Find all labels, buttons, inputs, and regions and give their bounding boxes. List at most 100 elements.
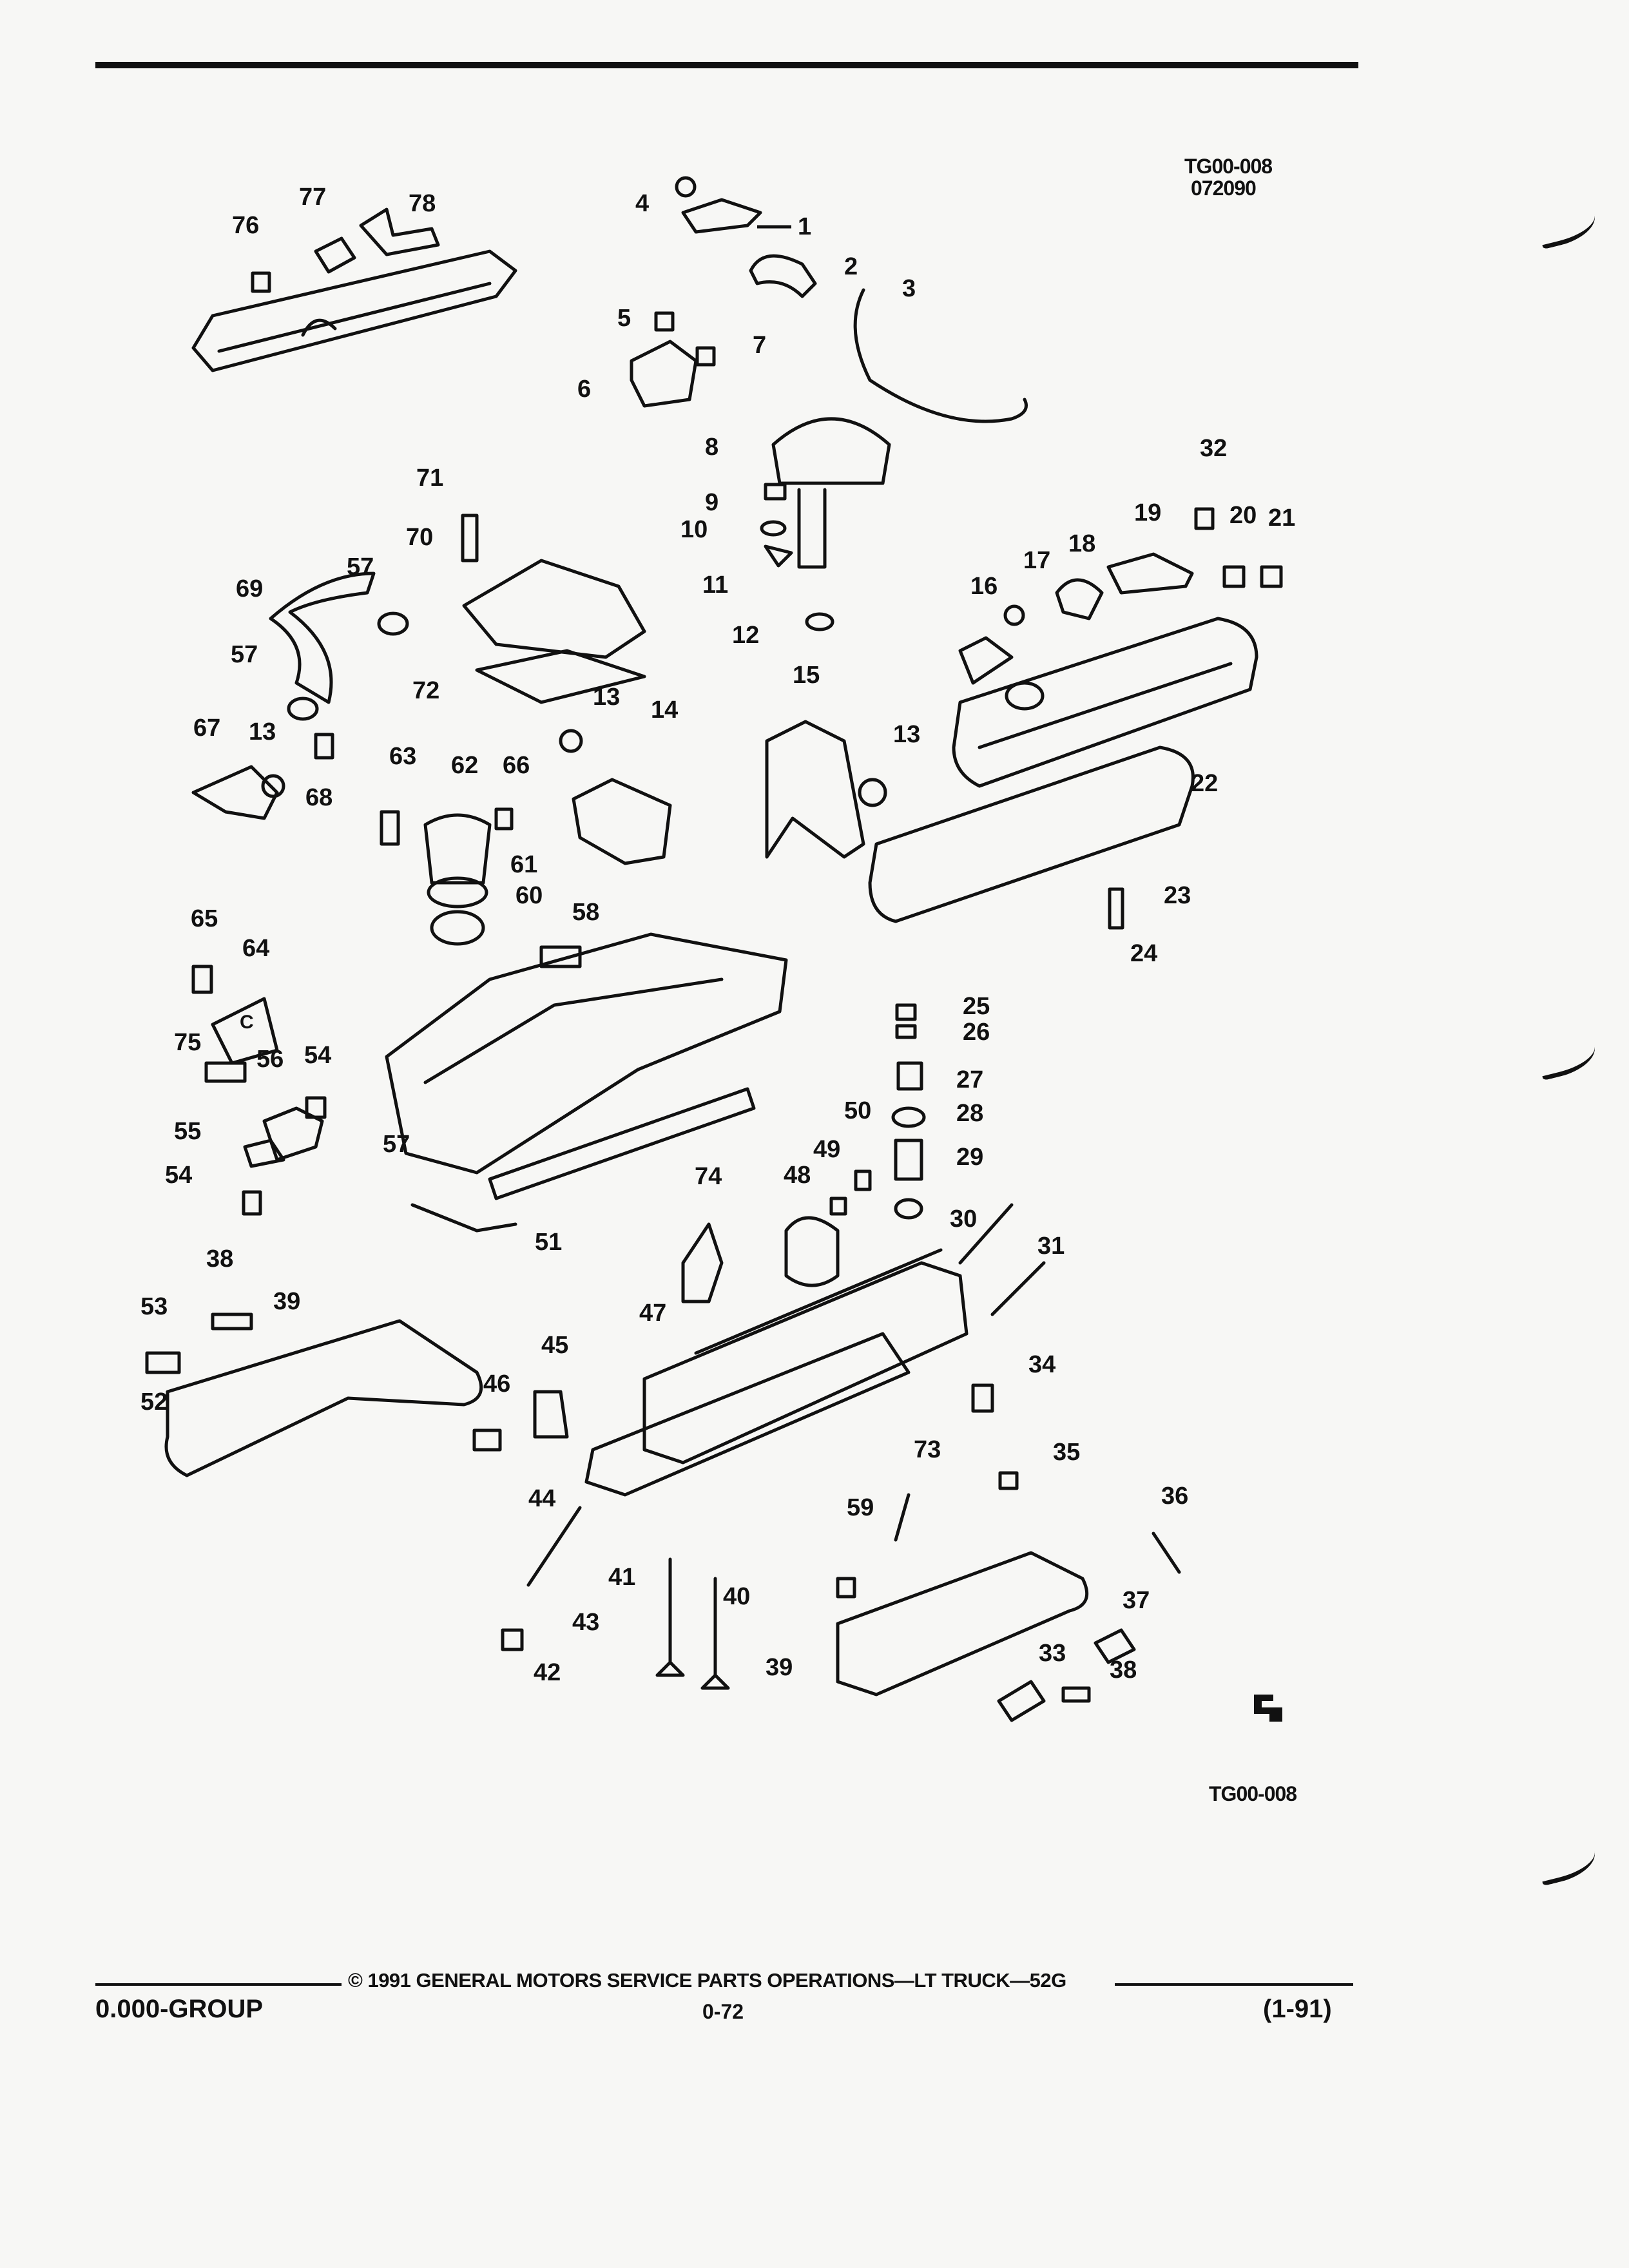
callout-49: 49 bbox=[813, 1136, 840, 1163]
callout-42: 42 bbox=[534, 1659, 561, 1686]
callout-14: 14 bbox=[651, 697, 678, 724]
part-20 bbox=[1222, 565, 1246, 588]
part-64 bbox=[211, 997, 279, 1065]
callout-37: 37 bbox=[1123, 1587, 1150, 1614]
callout-57-manifold: 57 bbox=[383, 1131, 410, 1158]
callout-38-left: 38 bbox=[206, 1245, 233, 1273]
callout-6: 6 bbox=[577, 376, 591, 403]
part-15 bbox=[765, 720, 865, 859]
callout-20: 20 bbox=[1229, 502, 1257, 529]
part-28 bbox=[891, 1106, 926, 1128]
part-77 bbox=[314, 236, 356, 274]
part-69 bbox=[269, 572, 376, 704]
callout-69: 69 bbox=[236, 575, 263, 602]
callout-43: 43 bbox=[572, 1609, 599, 1636]
part-51-gasket-upper bbox=[488, 1087, 756, 1200]
part-13-center bbox=[559, 729, 583, 753]
part-8 bbox=[771, 417, 891, 485]
part-54-upper bbox=[305, 1096, 327, 1119]
part-32 bbox=[1194, 507, 1215, 530]
callout-62: 62 bbox=[451, 752, 478, 779]
part-42 bbox=[501, 1628, 524, 1651]
callout-33: 33 bbox=[1039, 1640, 1066, 1667]
callout-74: 74 bbox=[695, 1163, 722, 1190]
callout-41: 41 bbox=[608, 1564, 635, 1591]
callout-2: 2 bbox=[844, 253, 858, 280]
callout-35: 35 bbox=[1053, 1439, 1080, 1466]
part-71 bbox=[461, 514, 479, 562]
part-57-clamp-upper bbox=[377, 611, 409, 636]
bracket-letter-c: C bbox=[240, 1012, 254, 1033]
callout-45: 45 bbox=[541, 1332, 568, 1359]
callout-60: 60 bbox=[516, 882, 543, 909]
callout-55: 55 bbox=[174, 1118, 201, 1145]
callout-72: 72 bbox=[412, 677, 439, 704]
part-76 bbox=[251, 271, 271, 293]
callout-71: 71 bbox=[416, 465, 443, 492]
callout-12: 12 bbox=[732, 622, 759, 649]
callout-3: 3 bbox=[902, 275, 916, 302]
callout-21: 21 bbox=[1268, 505, 1295, 532]
part-59 bbox=[836, 1577, 856, 1599]
part-36 bbox=[1152, 1532, 1181, 1574]
callout-76: 76 bbox=[232, 212, 259, 239]
part-43 bbox=[526, 1506, 582, 1587]
part-24 bbox=[1108, 887, 1124, 930]
callout-11: 11 bbox=[702, 572, 728, 599]
part-14 bbox=[572, 778, 672, 865]
part-53 bbox=[145, 1351, 181, 1374]
footer-group: 0.000-GROUP bbox=[95, 1995, 264, 2023]
callout-16: 16 bbox=[970, 573, 998, 600]
callout-23: 23 bbox=[1164, 882, 1191, 909]
callout-18: 18 bbox=[1068, 530, 1095, 557]
part-51-gasket-lower bbox=[410, 1203, 517, 1233]
callout-17: 17 bbox=[1023, 547, 1050, 574]
part-39-left bbox=[164, 1319, 483, 1477]
illustration-code-bottom: TG00-008 bbox=[1209, 1782, 1297, 1805]
callout-73: 73 bbox=[914, 1436, 941, 1463]
part-47-cylinder-head bbox=[642, 1261, 969, 1465]
part-38-left bbox=[211, 1312, 253, 1331]
part-6 bbox=[630, 340, 698, 408]
part-23 bbox=[868, 745, 1195, 923]
callout-22: 22 bbox=[1191, 770, 1218, 797]
part-19 bbox=[1106, 552, 1194, 595]
part-39-right bbox=[836, 1551, 1089, 1696]
part-2 bbox=[749, 254, 817, 298]
part-3 bbox=[853, 288, 1028, 423]
part-22 bbox=[952, 617, 1258, 788]
callout-40: 40 bbox=[723, 1583, 750, 1610]
part-12 bbox=[805, 612, 834, 631]
callout-4: 4 bbox=[635, 190, 649, 217]
callout-8: 8 bbox=[705, 434, 718, 461]
callout-67: 67 bbox=[193, 715, 220, 742]
callout-59: 59 bbox=[847, 1494, 874, 1521]
callout-39-right: 39 bbox=[766, 1654, 793, 1681]
callout-66: 66 bbox=[503, 752, 530, 779]
part-63 bbox=[380, 810, 400, 846]
part-18 bbox=[1055, 578, 1104, 620]
callout-13-center: 13 bbox=[593, 684, 620, 711]
callout-65: 65 bbox=[191, 905, 218, 932]
part-56 bbox=[262, 1106, 324, 1162]
callout-29: 29 bbox=[956, 1144, 983, 1171]
part-31-lower bbox=[990, 1261, 1046, 1316]
part-46 bbox=[472, 1428, 502, 1452]
callout-13-left: 13 bbox=[249, 718, 276, 745]
part-35 bbox=[998, 1471, 1019, 1490]
part-60 bbox=[430, 910, 485, 946]
part-30 bbox=[894, 1198, 923, 1220]
part-74 bbox=[681, 1222, 724, 1303]
part-54-lower bbox=[242, 1190, 262, 1216]
part-10 bbox=[760, 520, 787, 537]
part-73 bbox=[894, 1493, 911, 1542]
part-11 bbox=[764, 544, 793, 568]
callout-78: 78 bbox=[409, 190, 436, 217]
part-31-upper bbox=[958, 1203, 1014, 1265]
part-4 bbox=[675, 176, 697, 198]
callout-61: 61 bbox=[510, 851, 537, 878]
callout-36: 36 bbox=[1161, 1483, 1188, 1510]
part-33 bbox=[997, 1680, 1046, 1722]
part-13-left bbox=[261, 774, 285, 798]
part-55 bbox=[243, 1139, 285, 1168]
